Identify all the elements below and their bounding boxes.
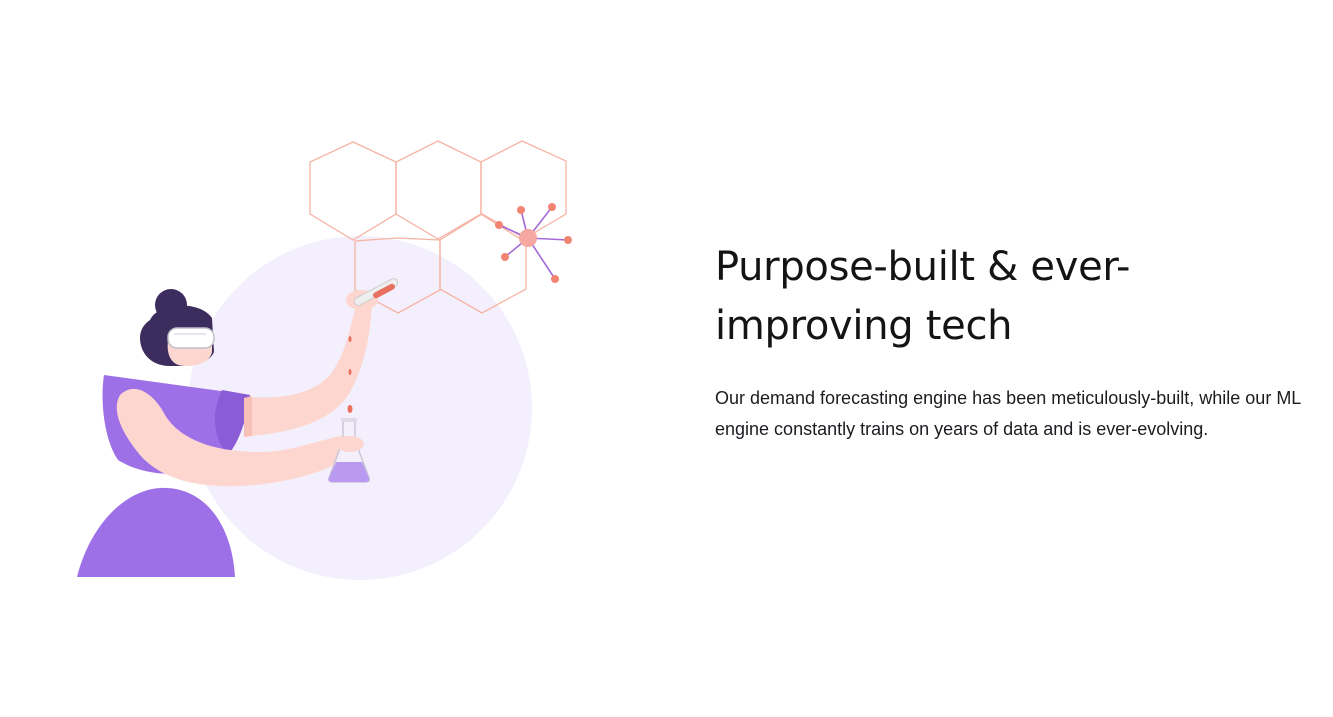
raised-arm <box>250 305 372 436</box>
lower-body <box>77 487 235 577</box>
feature-headline: Purpose-built & ever-improving tech <box>715 244 1131 349</box>
scientist-illustration <box>0 0 660 712</box>
feature-description: Our demand forecasting engine has been m… <box>715 388 1301 439</box>
lower-arm <box>116 388 360 487</box>
background-circle <box>188 236 532 580</box>
goggles-icon <box>167 327 215 349</box>
feature-copy: Purpose-built & ever-improving tech Our … <box>715 238 1315 445</box>
test-tube-icon <box>353 278 399 306</box>
head <box>140 289 215 366</box>
molecule-icon <box>495 203 572 283</box>
